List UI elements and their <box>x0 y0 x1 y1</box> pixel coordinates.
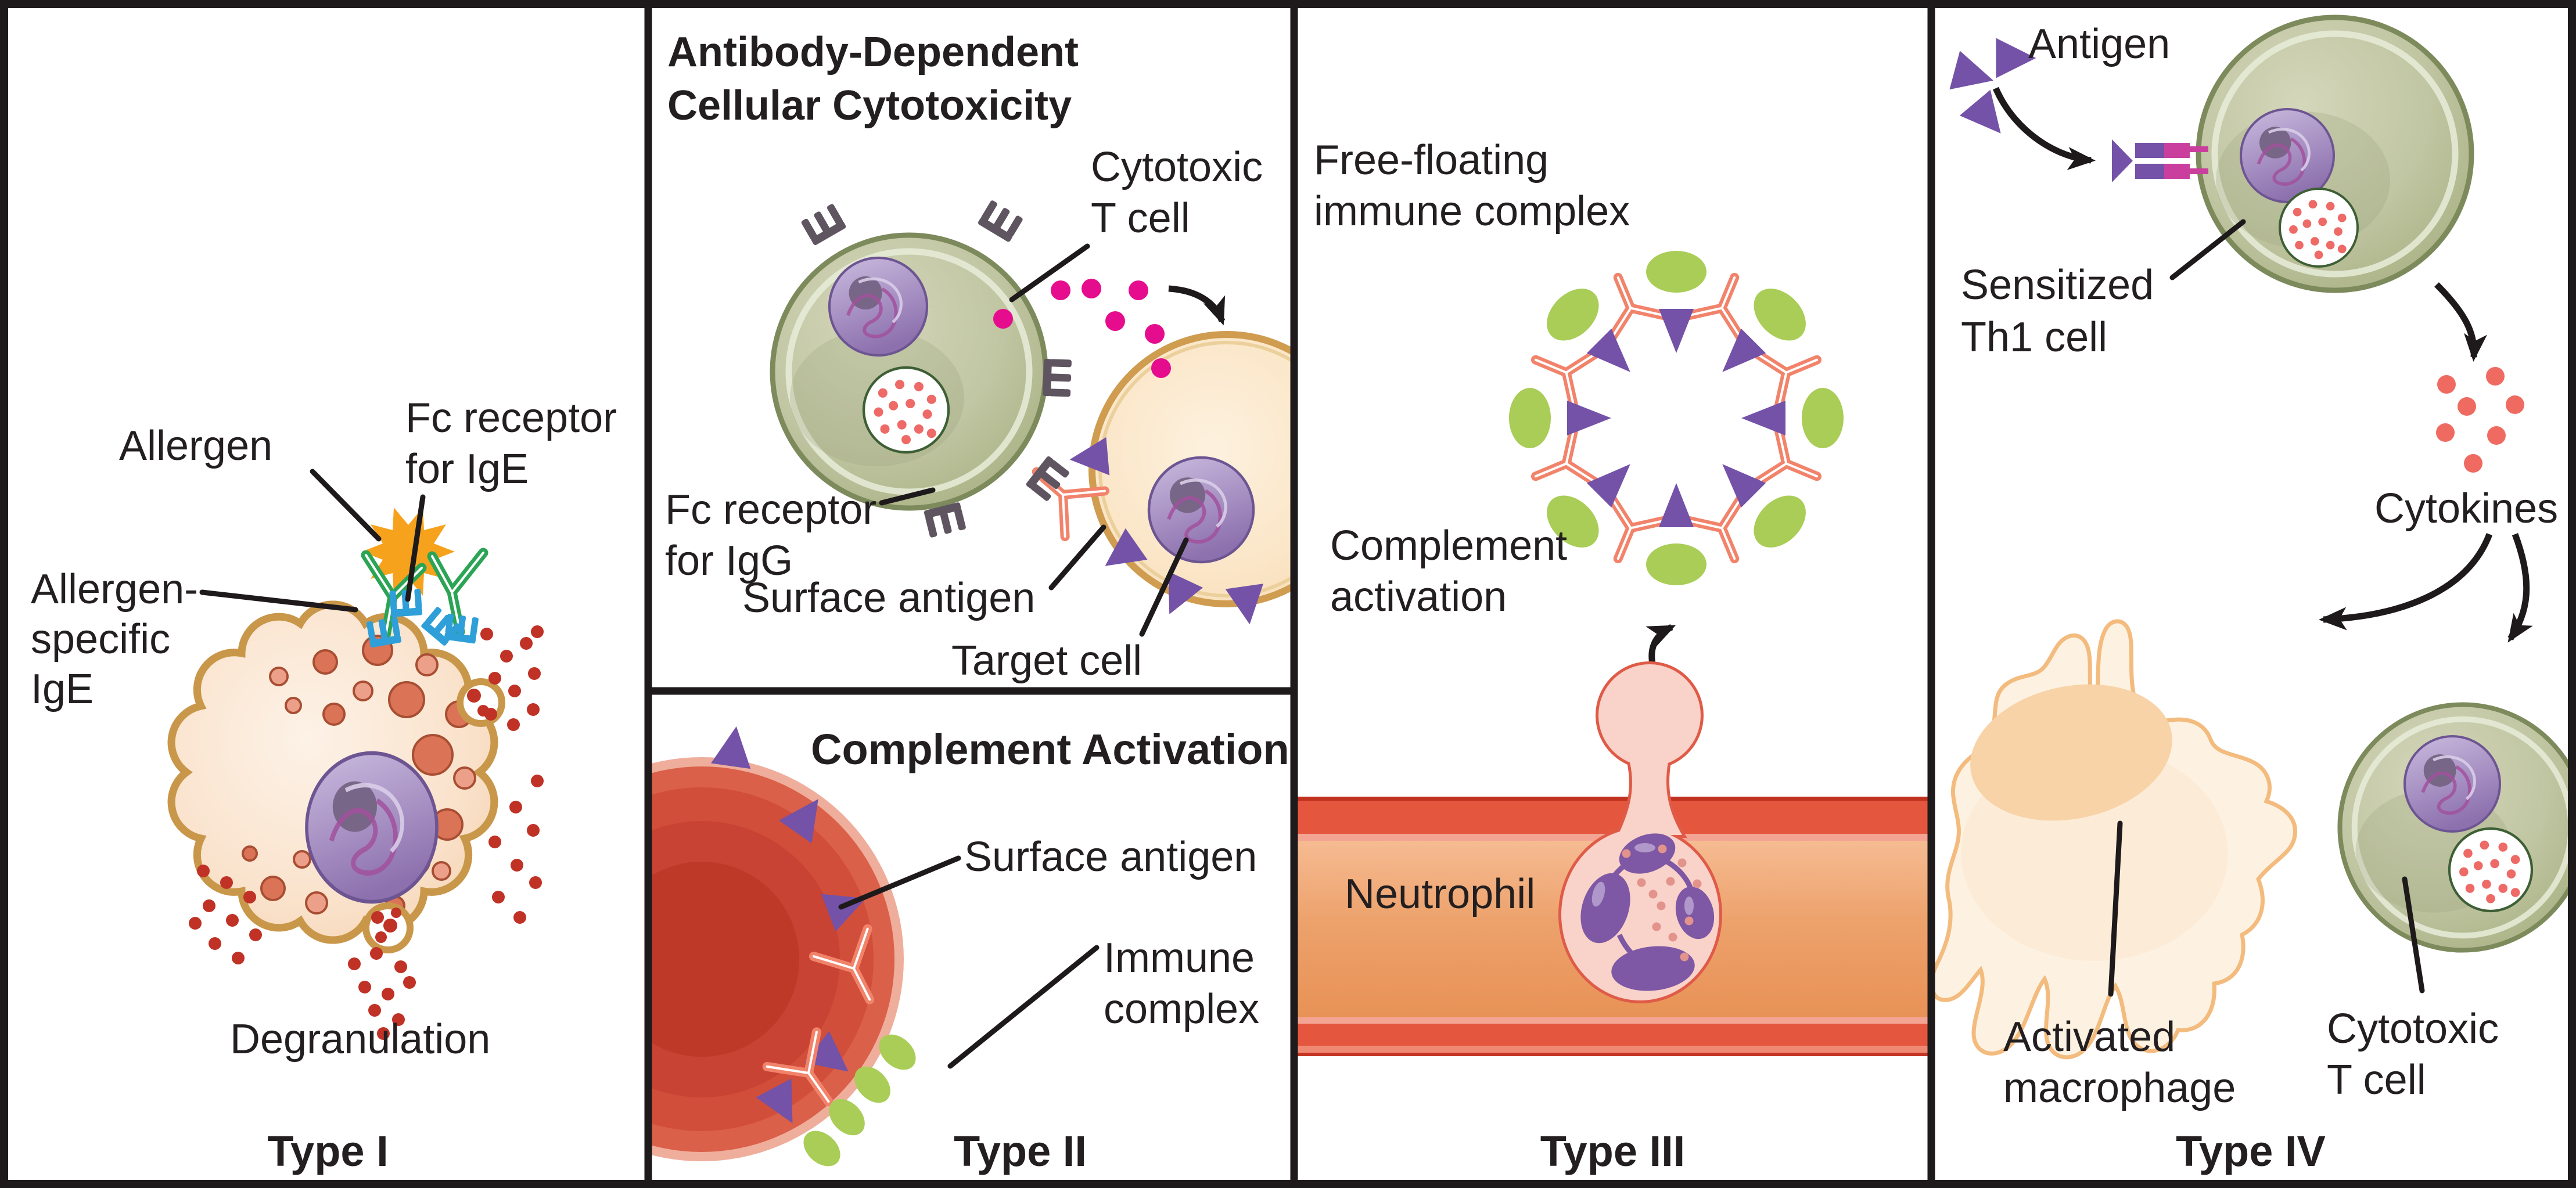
panel4-arrows <box>1992 87 2533 643</box>
complement-activation-title: Complement Activation <box>811 725 1289 773</box>
cytotoxic-t-cell-iv-label: Cytotoxic T cell <box>2327 1003 2499 1106</box>
activated-macrophage-label: Activated macrophage <box>2003 1011 2236 1114</box>
panel1-leader-lines <box>199 469 426 613</box>
type-i-caption: Type I <box>267 1127 389 1175</box>
neutrophil-granule-dots <box>1622 844 1702 962</box>
panel4-leader-lines <box>2108 219 2425 997</box>
type-ii-caption: Type II <box>954 1127 1087 1175</box>
degranulation-pores <box>362 678 505 953</box>
target-cell <box>1068 331 1291 627</box>
mast-cell-nucleus <box>307 753 437 902</box>
allergen-specific-ige-label: Allergen- specific IgE <box>31 564 198 714</box>
free-floating-label: Free-floating immune complex <box>1314 135 1630 237</box>
degranulation-label: Degranulation <box>230 1016 491 1063</box>
neutrophil-cell <box>1558 661 1722 1003</box>
adcc-title-line2: Cellular Cytotoxicity <box>667 82 1072 129</box>
fc-receptor-ige-line2: for IgE <box>405 446 529 492</box>
panel-type-iii <box>1298 251 1928 1056</box>
adcc-title-line1: Antibody-Dependent <box>667 29 1079 75</box>
ring-antigen-icons <box>1567 309 1785 527</box>
complement-line1: Complement <box>1330 523 1568 569</box>
panel-type-i <box>171 469 544 1040</box>
cytokines-label: Cytokines <box>2374 485 2559 532</box>
panel-type-ii-complement <box>652 723 1100 1167</box>
activated-macrophage <box>1935 619 2297 1060</box>
cytotoxic-iv-line2: T cell <box>2327 1057 2426 1103</box>
macrophage-line1: Activated <box>2003 1014 2176 1060</box>
granzyme-arrow <box>1168 285 1226 326</box>
panel2-top-leader-lines <box>879 243 1189 637</box>
released-granule-dots <box>189 625 544 1040</box>
target-cell-label: Target cell <box>951 638 1143 684</box>
immune-complex-label: Immune complex <box>1104 933 1259 1035</box>
sensitized-th1-label: Sensitized Th1 cell <box>1961 259 2154 363</box>
panel-type-ii-adcc <box>773 199 1291 637</box>
target-cell-nucleus <box>1149 458 1253 562</box>
floating-line2: immune complex <box>1314 188 1630 235</box>
cytotoxic-line1: Cytotoxic <box>1091 144 1263 190</box>
immune-line1: Immune <box>1104 935 1255 981</box>
complement-line2: activation <box>1330 574 1507 620</box>
panel-type-iv <box>1935 17 2576 1060</box>
cytotoxic-iv-line1: Cytotoxic <box>2327 1006 2499 1052</box>
cytotoxic-t-cell-iv <box>2340 705 2576 951</box>
ige-line3: IgE <box>31 666 94 712</box>
antigen-label: Antigen <box>2028 21 2171 67</box>
surface-antigen-label-complement: Surface antigen <box>964 834 1258 880</box>
macrophage-line2: macrophage <box>2003 1065 2236 1111</box>
mast-cell <box>171 604 505 953</box>
sensitized-line2: Th1 cell <box>1961 314 2108 361</box>
surface-antigen-label-adcc: Surface antigen <box>742 575 1036 621</box>
allergen-star-icon <box>362 507 455 596</box>
ring-complement-icons <box>1509 251 1844 585</box>
floating-line1: Free-floating <box>1314 137 1549 183</box>
type-iii-caption: Type III <box>1540 1127 1686 1175</box>
neutrophil-label: Neutrophil <box>1345 871 1536 917</box>
type-iv-caption: Type IV <box>2176 1127 2326 1175</box>
adcc-title: Antibody-Dependent Cellular Cytotoxicity <box>667 26 1079 132</box>
ige-line2: specific <box>31 616 171 663</box>
immune-line2: complex <box>1104 986 1260 1032</box>
fc-receptor-igg-line1: Fc receptor <box>665 487 877 533</box>
complement-chain-icon <box>803 1034 916 1167</box>
fc-receptor-ige-label: Fc receptor for IgE <box>405 393 617 495</box>
panel2-bottom-leader-lines <box>838 855 1100 1069</box>
sensitized-line1: Sensitized <box>1961 262 2154 308</box>
cytotoxic-t-cell-label: Cytotoxic T cell <box>1091 142 1263 244</box>
sensitized-th1-cell <box>2198 17 2471 290</box>
immune-complex-ring <box>1509 251 1844 585</box>
tcr-receptor-icon <box>2112 139 2208 182</box>
fc-receptor-igg-line2: for IgG <box>665 538 793 584</box>
complement-activation-label: Complement activation <box>1330 520 1567 622</box>
granzyme-dots <box>993 279 1171 378</box>
allergen-label: Allergen <box>119 423 273 469</box>
ige-line1: Allergen- <box>31 566 199 613</box>
cytotoxic-line2: T cell <box>1091 195 1190 242</box>
cytokine-dots <box>2436 367 2524 473</box>
fc-receptor-ige-line1: Fc receptor <box>405 395 617 441</box>
fc-receptor-igg-label: Fc receptor for IgG <box>665 484 876 586</box>
